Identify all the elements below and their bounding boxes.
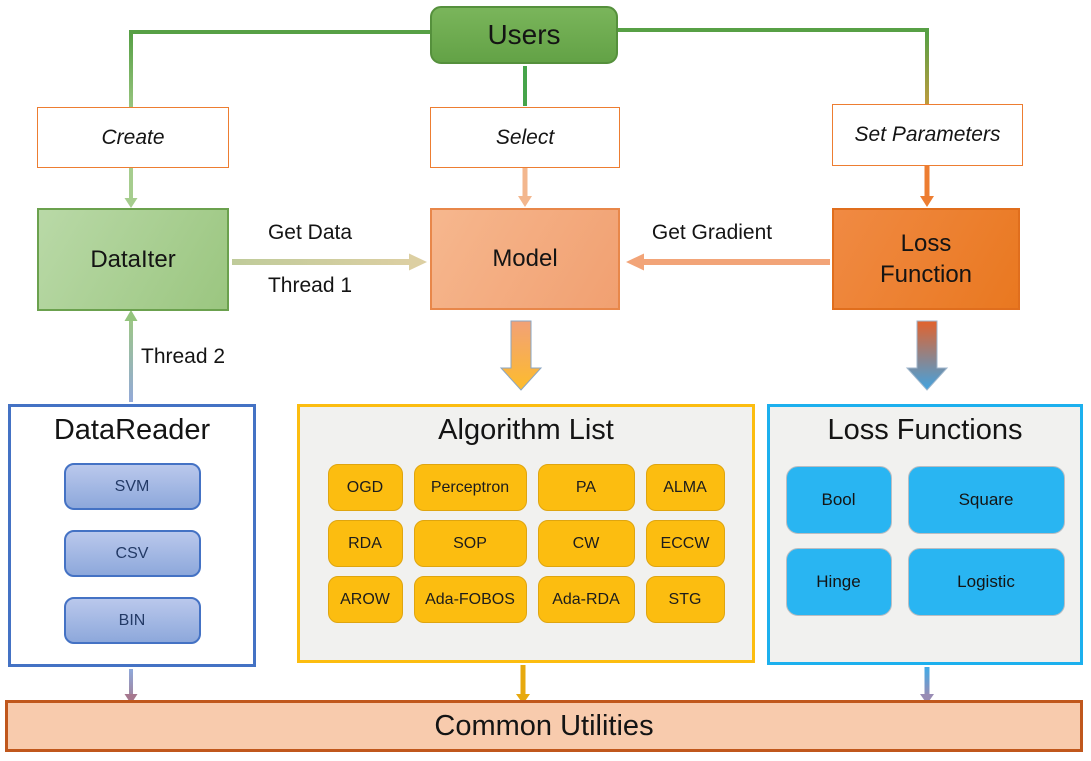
algorithm-button-sop: SOP: [413, 520, 527, 567]
algorithm-button-stg: STG: [645, 576, 725, 623]
data-reader-button-bin: BIN: [63, 597, 201, 644]
panel-data-reader: DataReader SVM CSV BIN: [8, 404, 256, 667]
algorithm-button-eccw: ECCW: [645, 520, 725, 567]
select-to-model-arrowhead: [518, 196, 532, 207]
loss-button-hinge: Hinge: [785, 548, 892, 616]
algorithm-button-perceptron: Perceptron: [413, 464, 527, 511]
panel-loss-functions: Loss Functions Bool Square Hinge Logisti…: [767, 404, 1083, 665]
algorithm-button-cw: CW: [537, 520, 635, 567]
data-reader-button-svm: SVM: [63, 463, 201, 510]
edge-label-thread-2: Thread 2: [141, 345, 226, 368]
select-label: Select: [495, 125, 555, 149]
algorithm-button-pa: PA: [537, 464, 635, 511]
algorithm-button-ogd: OGD: [327, 464, 403, 511]
algorithm-button-ada-rda: Ada-RDA: [537, 576, 635, 623]
model-label: Model: [492, 245, 558, 272]
edge-label-get-data: Get Data: [267, 221, 353, 244]
algorithm-button-alma: ALMA: [645, 464, 725, 511]
algorithm-list-title: Algorithm List: [438, 414, 614, 446]
component-box-loss-function: Loss Function: [832, 208, 1020, 310]
algorithm-button-grid: OGD Perceptron PA ALMA RDA SOP CW ECCW A…: [300, 464, 752, 623]
action-box-set-parameters: Set Parameters: [832, 104, 1023, 166]
action-box-create: Create: [37, 107, 229, 168]
loss-function-label: Loss Function: [879, 229, 973, 288]
model-to-algorithm-list-arrow: [499, 320, 543, 391]
dataiter-label: DataIter: [90, 245, 176, 273]
loss-function-button-grid: Bool Square Hinge Logistic: [770, 466, 1080, 616]
get-data-arrowhead: [409, 253, 427, 271]
data-reader-button-list: SVM CSV BIN: [11, 463, 253, 644]
create-to-dataiter-arrowhead: [124, 198, 138, 208]
loss-button-logistic: Logistic: [907, 548, 1065, 616]
data-reader-button-csv: CSV: [63, 530, 201, 577]
loss-button-square: Square: [907, 466, 1065, 534]
panel-algorithm-list: Algorithm List OGD Perceptron PA ALMA RD…: [297, 404, 755, 663]
component-box-dataiter: DataIter: [37, 208, 229, 311]
thread-2-arrowhead: [124, 310, 138, 321]
set-parameters-label: Set Parameters: [854, 123, 1001, 146]
loss-to-loss-functions-arrow: [905, 320, 949, 391]
algorithm-button-ada-fobos: Ada-FOBOS: [413, 576, 527, 623]
algorithm-button-rda: RDA: [327, 520, 403, 567]
loss-functions-title: Loss Functions: [827, 414, 1023, 446]
loss-button-bool: Bool: [785, 466, 892, 534]
users-label: Users: [487, 19, 561, 50]
action-box-select: Select: [430, 107, 620, 168]
create-label: Create: [101, 125, 165, 149]
users-to-set-parameters-connector: [618, 28, 929, 104]
users-box: Users: [430, 6, 618, 64]
set-parameters-to-loss-arrowhead: [920, 196, 934, 207]
edge-label-get-gradient: Get Gradient: [651, 221, 773, 244]
data-reader-title: DataReader: [53, 414, 211, 446]
component-box-model: Model: [430, 208, 620, 310]
common-utilities-label: Common Utilities: [434, 709, 654, 742]
common-utilities-bar: Common Utilities: [5, 700, 1083, 752]
edge-label-thread-1: Thread 1: [267, 274, 353, 297]
users-to-create-connector: [129, 30, 430, 107]
get-gradient-arrowhead: [626, 253, 644, 271]
algorithm-button-arow: AROW: [327, 576, 403, 623]
